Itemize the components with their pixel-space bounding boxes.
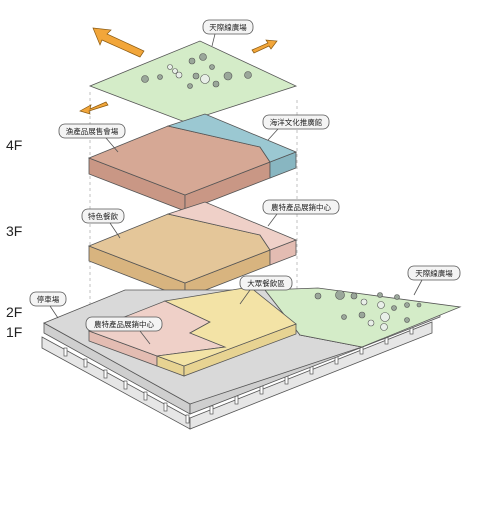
roof-plaza [88, 40, 298, 123]
tree-icon [367, 319, 375, 327]
callout-bubble [85, 316, 163, 332]
tree-icon [192, 72, 200, 80]
column [63, 347, 68, 357]
tree-icon [416, 302, 422, 308]
column [143, 391, 148, 401]
tree-icon [172, 68, 178, 74]
callout-bubble [407, 265, 461, 281]
tree-icon [394, 294, 400, 300]
callout-bubble [262, 114, 330, 130]
callout-pointer [109, 222, 121, 239]
roof-green-plane [88, 40, 298, 123]
callout-bubble [58, 123, 126, 139]
floor-label-4f: 4F [6, 137, 22, 153]
arrow-large-icon [92, 27, 145, 58]
floor-label-2f: 2F [6, 304, 22, 320]
arrow-small-left-icon [79, 101, 109, 115]
callout-pointer [267, 213, 278, 227]
callout-pointer [139, 330, 151, 345]
tree-icon [167, 64, 173, 70]
tree-icon [200, 74, 210, 84]
callout-pointer [239, 289, 251, 305]
3f-pink-top [166, 201, 298, 251]
tree-icon [175, 71, 183, 79]
floor-3f-block [87, 201, 298, 299]
column [103, 369, 108, 379]
column [259, 385, 264, 395]
callout-pointer [105, 137, 119, 153]
callout-roof-green: 天際線廣場 [202, 19, 254, 47]
callout-3f-left: 特色餐飲 [81, 208, 125, 239]
callout-pointer [413, 279, 423, 296]
floor-labels: 4F 3F 2F 1F [6, 137, 22, 340]
tree-icon [404, 302, 410, 308]
tree-icon [141, 75, 149, 83]
roof-trees [141, 53, 252, 89]
callout-label: 農特產品展銷中心 [271, 202, 331, 212]
tree-icon [341, 314, 347, 320]
column [123, 380, 128, 390]
tree-icon [380, 312, 390, 322]
2f-yellow-top [156, 286, 297, 367]
floor-label-1f: 1F [6, 324, 22, 340]
callout-2f-green: 天際線廣場 [407, 265, 461, 296]
callout-label: 海洋文化推廣館 [270, 117, 323, 127]
tree-icon [380, 323, 388, 331]
floor-label-3f: 3F [6, 223, 22, 239]
column [83, 358, 88, 368]
callouts: 天際線廣場 漁產品展售會場 海洋文化推廣館 特色餐飲 農特產品展銷中心 [29, 19, 461, 345]
callout-label: 農特產品展銷中心 [94, 319, 154, 329]
callout-4f-right: 海洋文化推廣館 [262, 114, 330, 141]
callout-label: 特色餐飲 [88, 211, 118, 221]
tree-icon [187, 83, 193, 89]
callout-pointer [211, 33, 216, 47]
tree-icon [223, 71, 233, 81]
2f-trees [314, 290, 422, 331]
callout-bubble [202, 19, 254, 35]
callout-label: 大眾餐飲區 [247, 278, 285, 288]
tree-icon [404, 317, 410, 323]
tree-icon [391, 305, 397, 311]
tree-icon [377, 301, 385, 309]
tree-icon [244, 71, 252, 79]
tree-icon [335, 290, 345, 300]
callout-label: 天際線廣場 [415, 268, 453, 278]
callout-label: 停車場 [37, 294, 60, 304]
1f-slab-right-face [189, 321, 433, 430]
arrow-small-right-icon [251, 39, 278, 54]
callout-bubble [239, 275, 293, 291]
column [209, 405, 214, 415]
column [185, 414, 190, 424]
tree-icon [350, 292, 358, 300]
tree-icon [199, 53, 207, 61]
callout-label: 漁產品展售會場 [66, 126, 119, 136]
callout-4f-left: 漁產品展售會場 [58, 123, 126, 153]
column [163, 402, 168, 412]
tree-icon [212, 80, 220, 88]
floor-1f-base [41, 321, 433, 430]
callout-pointer [49, 305, 59, 319]
callout-label: 天際線廣場 [209, 22, 247, 32]
callout-2f-left: 農特產品展銷中心 [85, 316, 163, 345]
tree-icon [358, 311, 366, 319]
floor-2f-level [43, 286, 462, 415]
callout-pointer [267, 128, 279, 141]
tree-icon [209, 64, 215, 70]
tree-icon [188, 57, 196, 65]
callout-3f-right: 農特產品展銷中心 [262, 199, 340, 227]
tree-icon [157, 74, 163, 80]
callout-2f-parking: 停車場 [29, 291, 67, 319]
callout-bubble [262, 199, 340, 215]
callout-bubble [81, 208, 125, 224]
tree-icon [360, 298, 368, 306]
tree-icon [314, 292, 322, 300]
callout-bubble [29, 291, 67, 307]
guide-lines [89, 92, 298, 330]
callout-2f-dining: 大眾餐飲區 [239, 275, 293, 305]
arrows [79, 27, 278, 115]
4f-blue-top [166, 113, 298, 163]
tree-icon [377, 292, 383, 298]
column [234, 395, 239, 405]
